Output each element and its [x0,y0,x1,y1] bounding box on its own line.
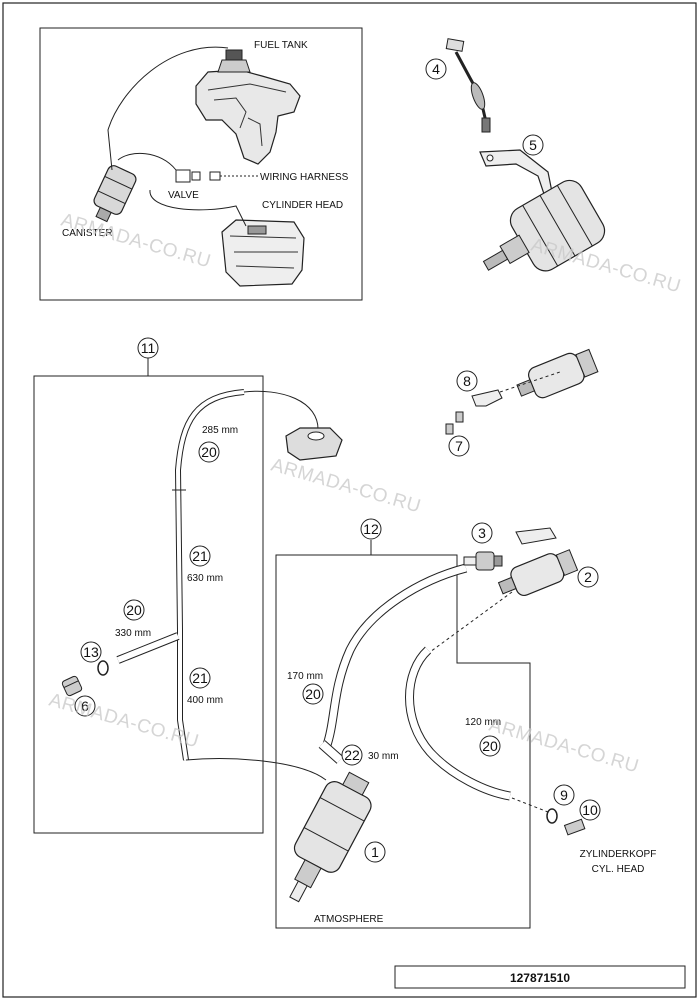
callout-2-number: 2 [584,569,592,585]
group-11-hose-set: 11 [33,337,343,834]
callout-5-number: 5 [529,137,537,153]
hose-length-630: 630 mm [187,573,223,584]
group-12-hose-set: 12 [275,518,549,929]
callout-2 [577,566,599,588]
callout-6-number: 6 [81,698,89,714]
part-7-screws [445,411,464,435]
callout-5 [522,134,544,156]
part-6-plug [61,675,83,697]
atmosphere-label: ATMOSPHERE [314,914,384,925]
callout-4 [425,58,447,80]
callout-21b-number: 21 [192,670,208,686]
overview-head-hose [149,189,247,227]
hose-length-30: 30 mm [368,751,399,762]
part-13-clamp [97,660,109,676]
callout-4-number: 4 [432,61,440,77]
part-3-fitting [463,551,503,571]
overview-valve-hose [117,152,177,171]
part-number: 127871510 [510,971,570,985]
valve-label: VALVE [168,190,199,201]
callout-21a [189,545,211,567]
callout-10 [579,799,601,821]
part-2-valve [497,527,579,597]
callout-20d [479,735,501,757]
tank-vent-cap [285,427,343,461]
hose-length-400: 400 mm [187,695,223,706]
callout-21b [189,667,211,689]
callout-12-number: 12 [363,521,379,537]
overview-frame [39,27,363,301]
callout-7-number: 7 [455,438,463,454]
valve-illustration [175,169,221,183]
callout-9-number: 9 [560,787,568,803]
overview-tank-hose [107,46,229,171]
group-11-frame [33,375,264,834]
hose-length-330: 330 mm [115,628,151,639]
callout-1 [364,841,386,863]
callout-13-number: 13 [83,644,99,660]
canister-illustration [93,165,137,223]
part-1-canister [289,771,372,903]
callout-8-number: 8 [463,373,471,389]
callout-21a-number: 21 [192,548,208,564]
callout-12 [360,518,382,540]
callout-20a [198,441,220,463]
callout-20a-number: 20 [201,444,217,460]
wiring-harness-label: WIRING HARNESS [260,172,349,183]
callout-1-number: 1 [371,844,379,860]
callout-20d-number: 20 [482,738,498,754]
part-number-box [394,965,686,989]
callout-20c [302,683,324,705]
watermark-1: ARMADA-CO.RU [59,210,214,273]
fuel-tank-illustration [195,49,301,165]
canister-label: CANISTER [62,228,113,239]
callout-3 [471,522,493,544]
callout-22-number: 22 [344,747,360,763]
hose-length-285: 285 mm [202,425,238,436]
callout-7 [448,435,470,457]
callout-10-number: 10 [582,802,598,818]
callout-6 [74,695,96,717]
part-8-bracket [471,389,503,407]
watermark-3: ARMADA-CO.RU [269,455,424,518]
small-valve-illustration [516,348,599,399]
part-9-clamp [546,808,558,824]
cylinder-head-illustration [221,219,305,287]
hose-length-120: 120 mm [465,717,501,728]
callout-20b [123,599,145,621]
hose-length-170: 170 mm [287,671,323,682]
callout-22 [341,744,363,766]
part-4-wiring-connector [445,38,491,133]
callout-20b-number: 20 [126,602,142,618]
callout-20c-number: 20 [305,686,321,702]
fuel-tank-label: FUEL TANK [254,40,308,51]
zylinderkopf-label: ZYLINDERKOPF [580,849,657,860]
watermark-5: ARMADA-CO.RU [487,715,642,778]
callout-3-number: 3 [478,525,486,541]
callout-9 [553,784,575,806]
part-5-bracket [479,149,553,195]
purge-valve-illustration [482,179,606,272]
part-10-nipple [563,818,586,836]
callout-13 [80,641,102,663]
callout-11 [137,337,159,359]
cylinder-head-label: CYLINDER HEAD [262,200,343,211]
callout-8 [456,370,478,392]
group-12-frame [275,554,531,929]
cyl-head-label: CYL. HEAD [592,864,645,875]
callout-11-number: 11 [141,340,156,356]
overview-panel: FUEL TANK CANISTER VALVE WIRING HARNESS [39,27,363,301]
